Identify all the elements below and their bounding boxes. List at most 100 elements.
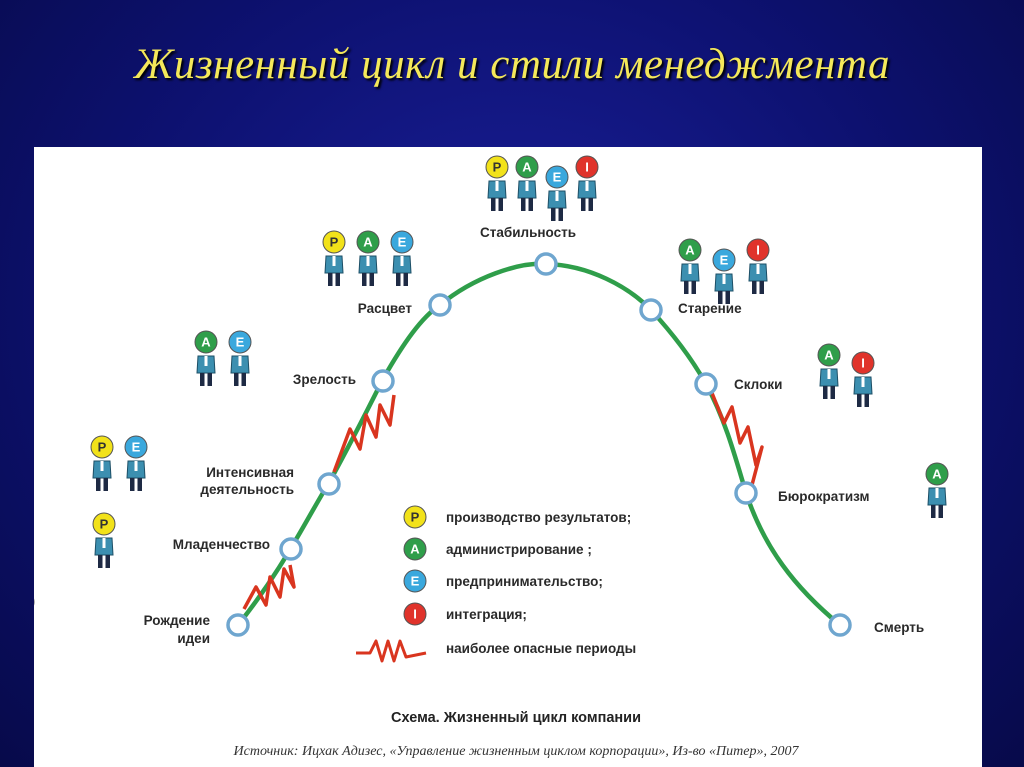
svg-text:E: E bbox=[236, 335, 245, 350]
legend-text-danger: наиболее опасные периоды bbox=[446, 641, 636, 656]
role-badge-p: P bbox=[485, 155, 509, 179]
svg-text:A: A bbox=[685, 243, 695, 258]
stage-label-infancy: Младенчество bbox=[173, 537, 270, 552]
diagram-caption: Схема. Жизненный цикл компании bbox=[391, 710, 641, 726]
legend-text-a: администрирование ; bbox=[446, 542, 592, 557]
role-badge-e: E bbox=[228, 330, 252, 354]
svg-text:A: A bbox=[201, 335, 211, 350]
person-i-2: I bbox=[746, 238, 770, 294]
svg-text:A: A bbox=[824, 348, 834, 363]
role-badge-p: P bbox=[92, 512, 116, 536]
svg-text:P: P bbox=[411, 510, 420, 525]
person-p-0: P bbox=[485, 155, 509, 211]
stage-label-stability: Стабильность bbox=[480, 225, 576, 240]
stage-label-maturity: Зрелость bbox=[293, 372, 356, 387]
svg-text:P: P bbox=[100, 517, 109, 532]
person-e-1: E bbox=[228, 330, 252, 386]
legend-text-e: предпринимательство; bbox=[446, 574, 603, 589]
svg-text:P: P bbox=[493, 160, 502, 175]
stage-label-intensive-1: Интенсивная bbox=[206, 465, 294, 480]
stage-node-4 bbox=[428, 293, 452, 317]
role-group-8: A bbox=[925, 462, 949, 518]
svg-text:I: I bbox=[413, 607, 417, 622]
svg-text:A: A bbox=[932, 467, 942, 482]
person-e-1: E bbox=[124, 435, 148, 491]
person-i-1: I bbox=[851, 351, 875, 407]
legend-badge-p: P bbox=[403, 505, 427, 529]
svg-text:I: I bbox=[861, 356, 865, 371]
danger-zigzag-1 bbox=[242, 564, 296, 610]
svg-text:A: A bbox=[410, 542, 420, 557]
legend-text-p: производство результатов; bbox=[446, 510, 631, 525]
stage-node-0 bbox=[226, 613, 250, 637]
role-badge-a: A bbox=[356, 230, 380, 254]
svg-text:E: E bbox=[398, 235, 407, 250]
role-badge-a: A bbox=[925, 462, 949, 486]
role-badge-i: I bbox=[851, 351, 875, 375]
role-badge-e: E bbox=[390, 230, 414, 254]
person-e-2: E bbox=[545, 165, 569, 221]
legend-text-i: интеграция; bbox=[446, 607, 527, 622]
role-badge-p: P bbox=[90, 435, 114, 459]
person-p-0: P bbox=[90, 435, 114, 491]
legend-badge-i: I bbox=[403, 602, 427, 626]
svg-text:A: A bbox=[522, 160, 532, 175]
person-i-3: I bbox=[575, 155, 599, 211]
slide-title: Жизненный цикл и стили менеджмента bbox=[133, 41, 891, 88]
stage-label-conflicts: Склоки bbox=[734, 377, 782, 392]
svg-text:A: A bbox=[363, 235, 373, 250]
role-badge-p: P bbox=[322, 230, 346, 254]
person-a-1: A bbox=[515, 155, 539, 211]
stage-label-birth-1: Рождение bbox=[144, 613, 211, 628]
role-badge-e: E bbox=[545, 165, 569, 189]
svg-text:P: P bbox=[98, 440, 107, 455]
stage-label-prime: Расцвет bbox=[358, 301, 413, 316]
danger-zigzag-2 bbox=[332, 394, 396, 473]
danger-zigzag-3 bbox=[710, 392, 764, 486]
stage-label-death: Смерть bbox=[874, 620, 924, 635]
stage-label-intensive-2: деятельность bbox=[200, 482, 294, 497]
source-note: Источник: Ицхак Адизес, «Управление жизн… bbox=[233, 744, 800, 759]
stage-node-2 bbox=[317, 472, 341, 496]
role-badge-a: A bbox=[194, 330, 218, 354]
stage-label-birth-2: идеи bbox=[177, 631, 210, 646]
person-a-0: A bbox=[678, 238, 702, 294]
role-group-6: AEI bbox=[678, 238, 770, 304]
role-badge-i: I bbox=[575, 155, 599, 179]
person-p-0: P bbox=[92, 512, 116, 568]
stage-node-3 bbox=[371, 369, 395, 393]
stage-node-9 bbox=[828, 613, 852, 637]
stage-label-aging: Старение bbox=[678, 301, 742, 316]
legend-badge-a: A bbox=[403, 537, 427, 561]
role-group-1: P bbox=[92, 512, 116, 568]
role-badge-e: E bbox=[712, 248, 736, 272]
stage-node-6 bbox=[639, 298, 663, 322]
person-p-0: P bbox=[322, 230, 346, 286]
role-badge-i: I bbox=[746, 238, 770, 262]
stage-node-8 bbox=[734, 481, 758, 505]
person-a-0: A bbox=[925, 462, 949, 518]
role-badge-a: A bbox=[515, 155, 539, 179]
svg-text:E: E bbox=[132, 440, 141, 455]
stage-labels: Рождение идеи Младенчество Интенсивная д… bbox=[144, 225, 925, 646]
svg-text:E: E bbox=[553, 170, 562, 185]
stage-node-1 bbox=[279, 537, 303, 561]
role-badge-a: A bbox=[678, 238, 702, 262]
stage-node-7 bbox=[694, 372, 718, 396]
person-a-0: A bbox=[194, 330, 218, 386]
role-group-7: AI bbox=[817, 343, 875, 407]
stage-label-bureaucracy: Бюрократизм bbox=[778, 489, 870, 504]
svg-text:I: I bbox=[756, 243, 760, 258]
svg-text:E: E bbox=[720, 253, 729, 268]
svg-text:I: I bbox=[585, 160, 589, 175]
role-badge-e: E bbox=[124, 435, 148, 459]
lifecycle-curve bbox=[235, 261, 843, 628]
lifecycle-diagram: Рождение идеи Младенчество Интенсивная д… bbox=[34, 155, 949, 759]
svg-text:P: P bbox=[330, 235, 339, 250]
person-a-1: A bbox=[356, 230, 380, 286]
